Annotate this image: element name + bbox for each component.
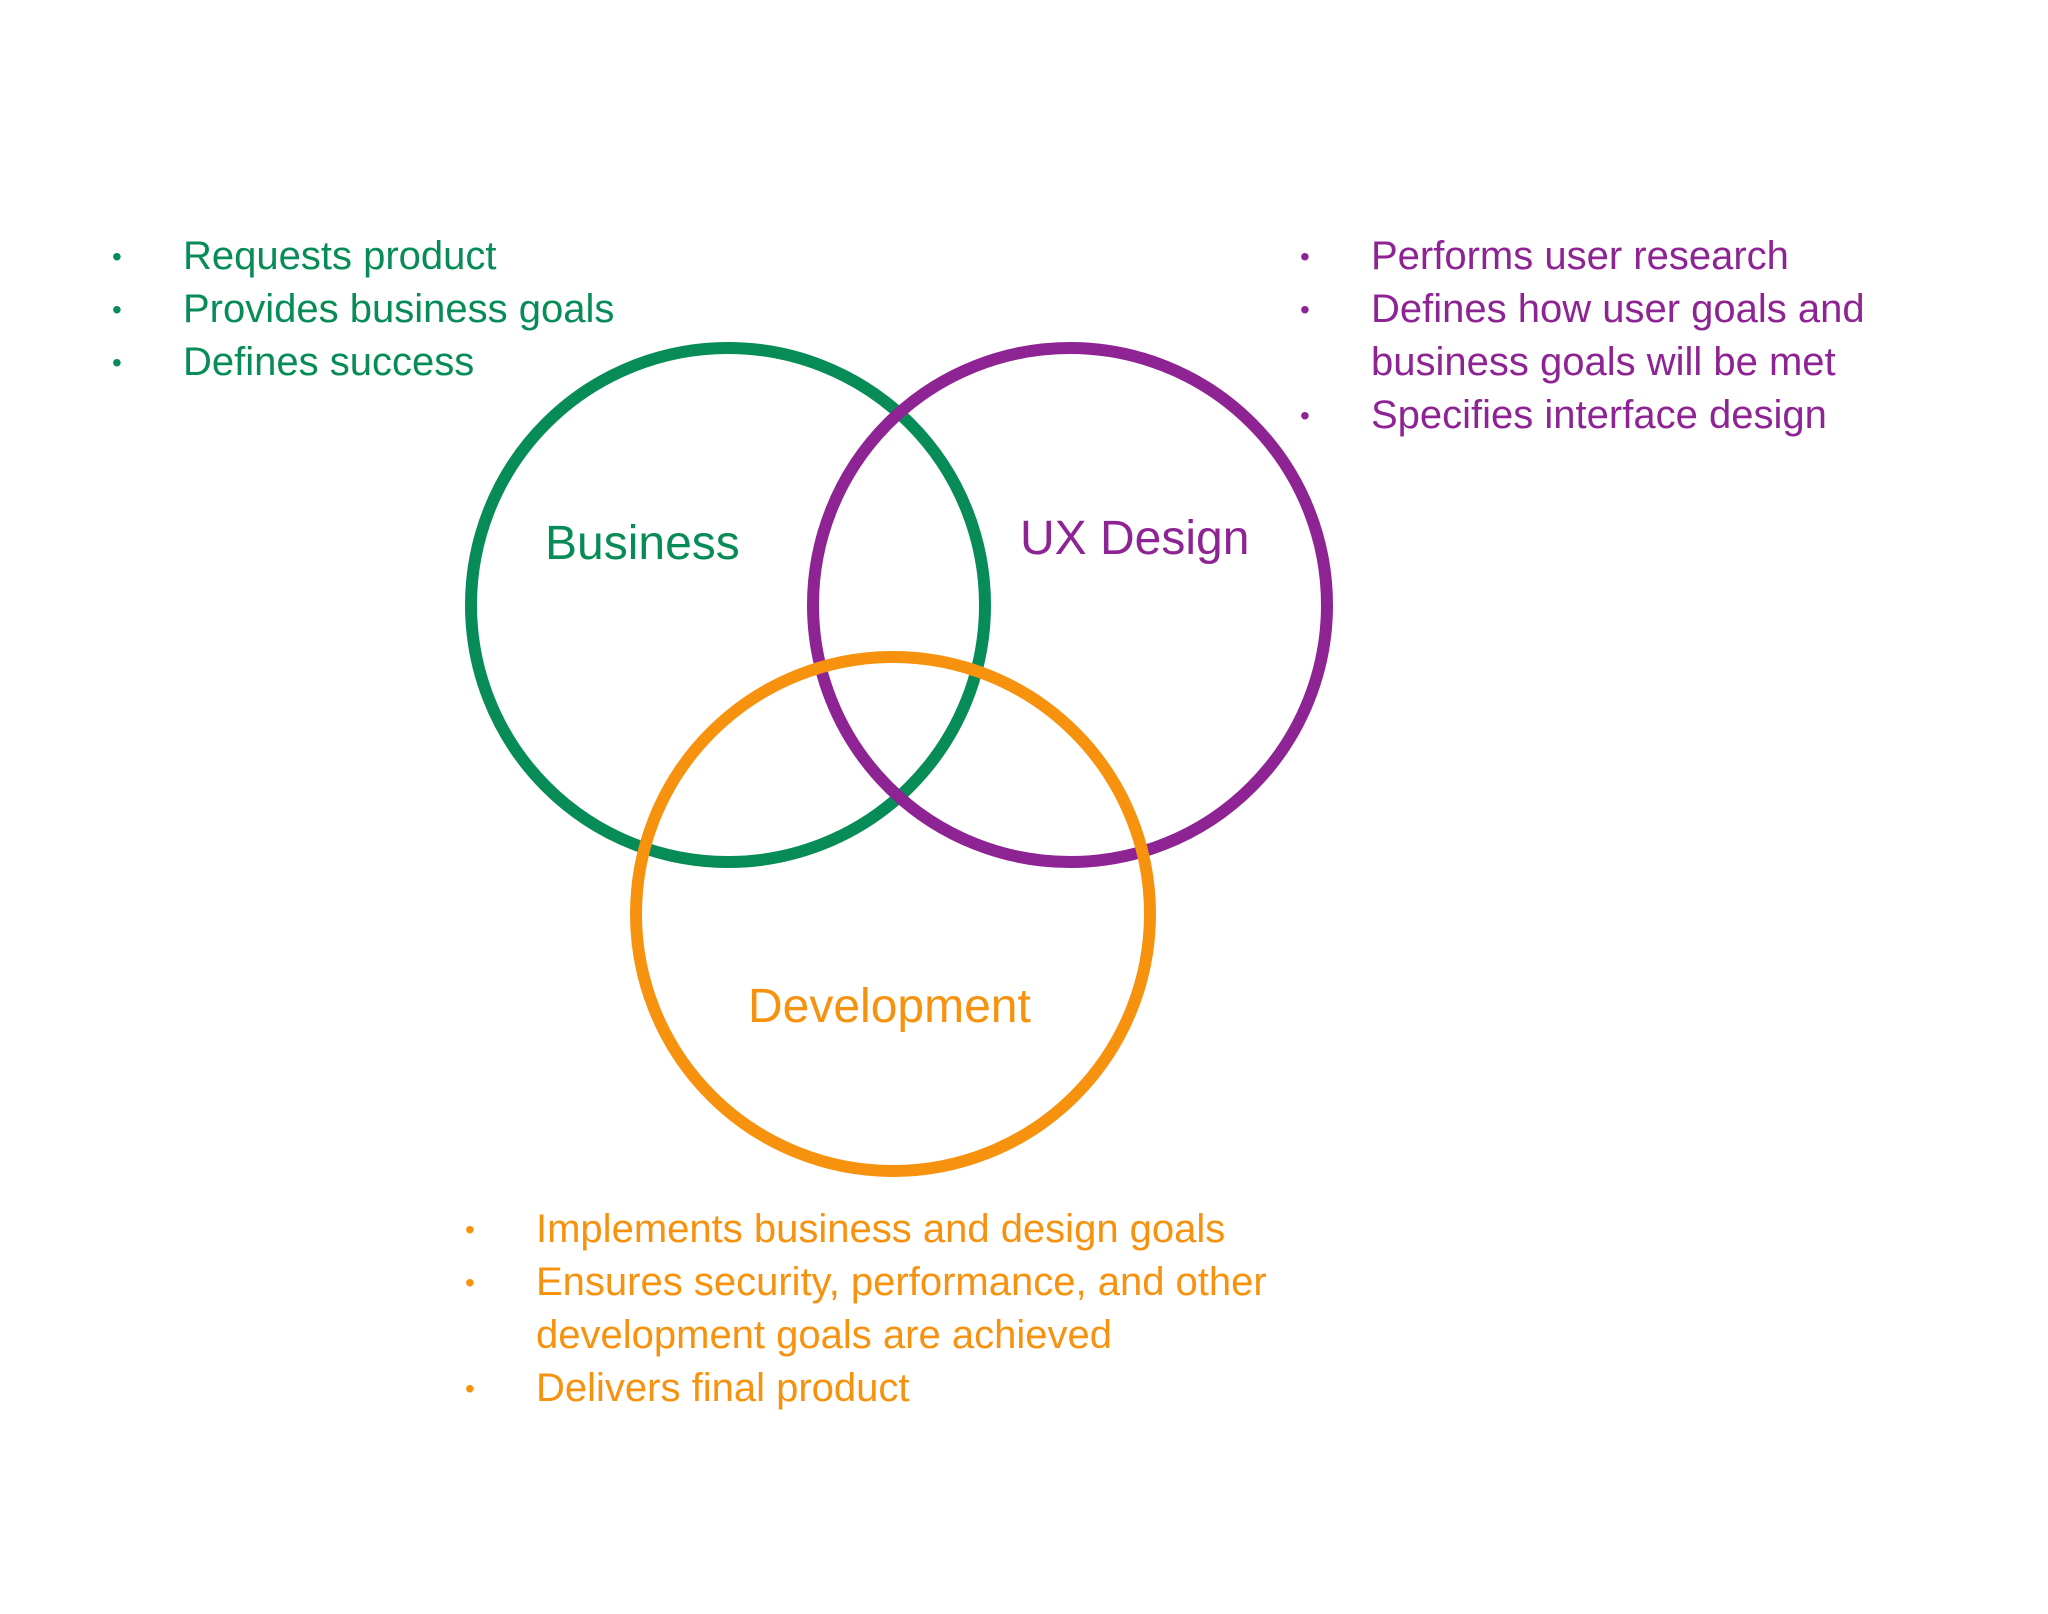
- list-item: • Defines success: [112, 336, 614, 389]
- list-item-text: Performs user research: [1371, 234, 1789, 278]
- list-item: • Specifies interface design: [1300, 389, 1900, 442]
- development-label: Development: [748, 980, 1031, 1033]
- list-item: • Performs user research: [1300, 230, 1900, 283]
- bullet-icon: •: [1300, 241, 1310, 272]
- bullet-icon: •: [465, 1214, 475, 1245]
- business-responsibilities-list: • Requests product • Provides business goa…: [112, 230, 614, 389]
- list-item-text: Provides business goals: [183, 287, 615, 331]
- list-item-text: Implements business and design goals: [536, 1207, 1226, 1251]
- list-item-text: Specifies interface design: [1371, 393, 1827, 437]
- bullet-icon: •: [1300, 294, 1310, 325]
- bullet-icon: •: [465, 1373, 475, 1404]
- list-item-text: Defines success: [183, 340, 475, 384]
- list-item-text: Delivers final product: [536, 1366, 910, 1410]
- list-item: • Defines how user goals and business goa…: [1300, 283, 1900, 389]
- list-item: • Implements business and design goals: [465, 1203, 1325, 1256]
- list-item-text: Ensures security, performance, and other…: [536, 1260, 1267, 1357]
- ux-design-responsibilities-list: • Performs user research • Defines how use…: [1300, 230, 1900, 442]
- list-item: • Ensures security, performance, and othe…: [465, 1256, 1325, 1362]
- list-item-text: Requests product: [183, 234, 497, 278]
- list-item-text: Defines how user goals and business goal…: [1371, 287, 1865, 384]
- bullet-icon: •: [465, 1267, 475, 1298]
- development-responsibilities-list: • Implements business and design goals • E…: [465, 1203, 1325, 1415]
- business-label: Business: [545, 517, 740, 570]
- development-circle: [630, 651, 1156, 1177]
- list-item: • Delivers final product: [465, 1362, 1325, 1415]
- bullet-icon: •: [112, 294, 122, 325]
- list-item: • Requests product: [112, 230, 614, 283]
- bullet-icon: •: [1300, 400, 1310, 431]
- ux-design-label: UX Design: [1020, 512, 1250, 565]
- bullet-icon: •: [112, 347, 122, 378]
- bullet-icon: •: [112, 241, 122, 272]
- list-item: • Provides business goals: [112, 283, 614, 336]
- ux-design-circle: [807, 342, 1333, 868]
- business-circle: [465, 342, 991, 868]
